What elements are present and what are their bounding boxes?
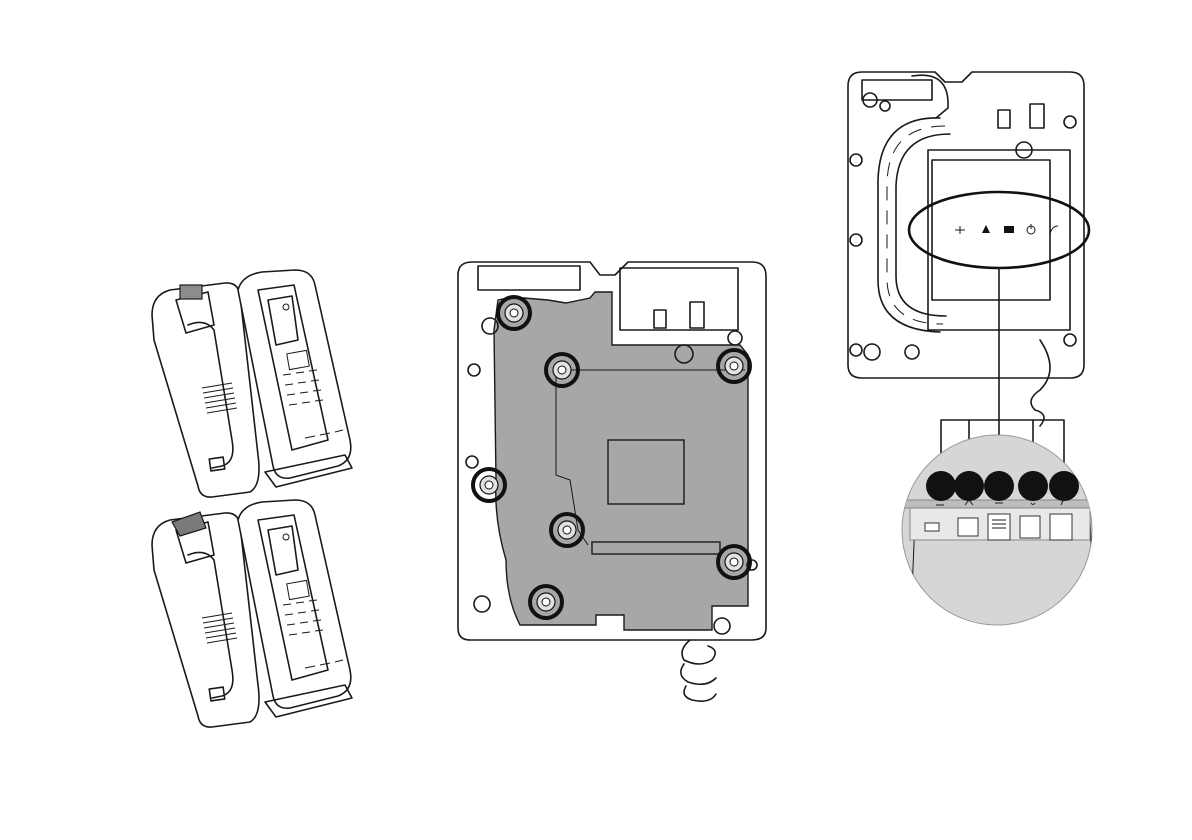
callout-dot-power [1018, 471, 1048, 501]
callout-dot-phone [984, 471, 1014, 501]
docked-unit-top [152, 270, 352, 497]
callout-dot-usb [926, 471, 956, 501]
connector-base [848, 72, 1084, 426]
callout-dot-antenna [954, 471, 984, 501]
phone-icon [1004, 226, 1014, 233]
docked-unit-bottom [152, 500, 352, 727]
callout-dot-handset [1049, 471, 1079, 501]
zoom-detail [890, 435, 1100, 640]
